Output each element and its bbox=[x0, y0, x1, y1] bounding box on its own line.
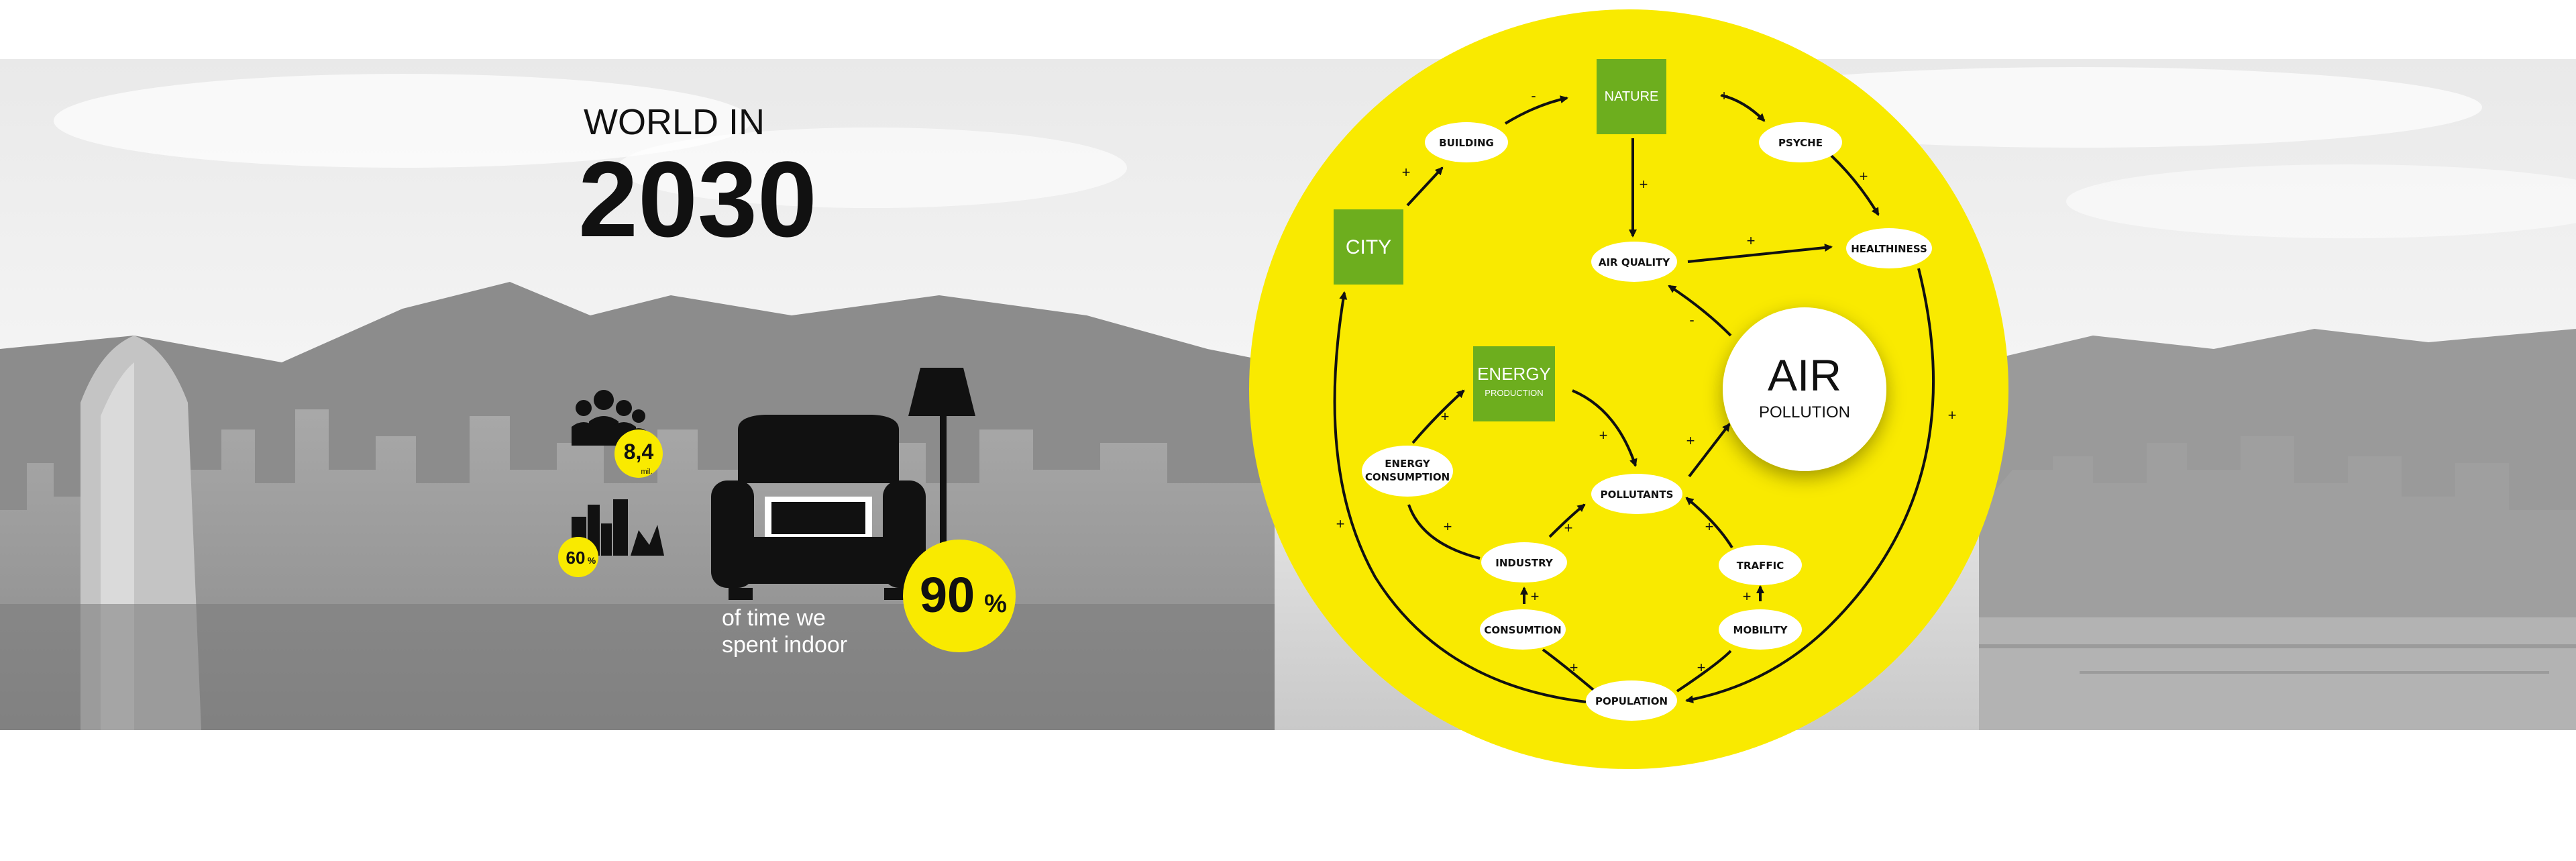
sign-airquality-healthiness: + bbox=[1747, 232, 1756, 249]
population-stat-unit: mil. bbox=[641, 468, 652, 476]
headline-year: 2030 bbox=[578, 139, 817, 259]
edge-pollutants-airpollution bbox=[1688, 423, 1731, 478]
floor-lamp-icon bbox=[908, 368, 975, 584]
sign-population-city: + bbox=[1336, 515, 1345, 532]
node-air-pollution-line2: POLLUTION bbox=[1759, 403, 1850, 421]
ellipse-nodes: BUILDING PSYCHE HEALTHINESS AIR QUALITY … bbox=[1362, 122, 1932, 721]
sign-energyconsumption-industry: + bbox=[1444, 518, 1452, 535]
urban-stat-value: 60 bbox=[566, 548, 586, 568]
diagram-edges bbox=[1333, 94, 1935, 704]
edge-population-city bbox=[1333, 291, 1587, 703]
population-stat-badge: 8,4 mil. bbox=[614, 429, 663, 478]
node-energy-label-line2: PRODUCTION bbox=[1485, 388, 1543, 398]
sign-mobility-traffic: + bbox=[1743, 588, 1752, 605]
node-city: CITY bbox=[1334, 209, 1403, 285]
edge-industry-pollutants bbox=[1548, 503, 1586, 538]
edge-psyche-healthiness bbox=[1830, 154, 1880, 216]
edge-city-building bbox=[1406, 166, 1444, 207]
node-consumtion: CONSUMTION bbox=[1484, 624, 1561, 636]
node-traffic: TRAFFIC bbox=[1737, 560, 1784, 572]
edge-building-nature bbox=[1504, 95, 1568, 125]
node-air-pollution-line1: AIR bbox=[1768, 350, 1841, 400]
node-city-label: CITY bbox=[1346, 236, 1391, 258]
sign-nature-airquality: + bbox=[1640, 176, 1648, 193]
edge-energy-pollutants bbox=[1572, 389, 1638, 467]
headline-line1: WORLD IN bbox=[584, 102, 765, 142]
node-psyche: PSYCHE bbox=[1778, 137, 1823, 149]
sign-population-consumtion: + bbox=[1570, 659, 1578, 676]
node-nature-label: NATURE bbox=[1605, 89, 1659, 104]
edge-traffic-pollutants bbox=[1685, 497, 1733, 549]
node-energy-consumption-line1: ENERGY bbox=[1385, 458, 1431, 470]
urban-stat-unit: % bbox=[588, 555, 596, 566]
edge-healthiness-population bbox=[1685, 268, 1935, 704]
node-energy-production: ENERGY PRODUCTION bbox=[1473, 346, 1555, 421]
edge-population-mobility bbox=[1676, 650, 1732, 693]
urban-stat-badge: 60 % bbox=[558, 537, 598, 577]
edge-signs: + - + + + + - + + + + + + + + + + + + bbox=[1336, 87, 1957, 676]
node-population: POPULATION bbox=[1595, 695, 1668, 707]
node-nature: NATURE bbox=[1597, 59, 1666, 134]
edge-airpollution-airquality bbox=[1668, 285, 1732, 337]
headline: WORLD IN 2030 bbox=[578, 102, 817, 259]
sign-healthiness-population: + bbox=[1948, 407, 1957, 423]
indoor-caption-line2: spent indoor bbox=[722, 632, 847, 658]
sign-energyconsumption-energy: + bbox=[1441, 408, 1450, 425]
armchair-icon bbox=[711, 415, 926, 600]
node-energy-consumption-line2: CONSUMPTION bbox=[1365, 471, 1450, 483]
sign-traffic-pollutants: + bbox=[1705, 518, 1714, 535]
node-air-quality: AIR QUALITY bbox=[1599, 256, 1670, 268]
edge-population-consumtion bbox=[1542, 648, 1598, 694]
node-building: BUILDING bbox=[1439, 137, 1494, 149]
edge-nature-psyche bbox=[1721, 94, 1766, 122]
sign-population-mobility: + bbox=[1697, 659, 1706, 676]
indoor-stat-unit: % bbox=[984, 590, 1007, 618]
node-pollutants: POLLUTANTS bbox=[1601, 489, 1674, 501]
sign-city-building: + bbox=[1402, 164, 1411, 181]
sign-industry-pollutants: + bbox=[1564, 519, 1573, 536]
edge-airquality-healthiness bbox=[1687, 244, 1833, 263]
population-stat-value: 8,4 bbox=[624, 440, 654, 464]
indoor-caption-line1: of time we bbox=[722, 605, 826, 631]
node-energy-label-line1: ENERGY bbox=[1477, 364, 1551, 384]
sign-building-nature: - bbox=[1531, 87, 1536, 104]
node-healthiness: HEALTHINESS bbox=[1851, 243, 1927, 255]
node-industry: INDUSTRY bbox=[1495, 557, 1554, 569]
sign-airpollution-airquality: - bbox=[1689, 311, 1694, 328]
sign-nature-psyche: + bbox=[1720, 87, 1729, 104]
indoor-stat-value: 90 bbox=[920, 567, 975, 623]
sign-pollutants-airpollution: + bbox=[1686, 432, 1695, 449]
node-air-pollution: AIR POLLUTION bbox=[1723, 307, 1886, 471]
diagram-circle bbox=[1249, 9, 2008, 769]
edge-energyconsumption-energy bbox=[1411, 389, 1465, 444]
sign-consumtion-industry: + bbox=[1531, 588, 1540, 605]
sign-energy-pollutants: + bbox=[1599, 427, 1608, 444]
node-mobility: MOBILITY bbox=[1733, 624, 1788, 636]
sign-psyche-healthiness: + bbox=[1860, 168, 1868, 185]
edge-energyconsumption-industry bbox=[1407, 504, 1481, 560]
indoor-stat-badge: 90 % bbox=[903, 540, 1016, 652]
city-buildings-icon bbox=[572, 499, 664, 556]
